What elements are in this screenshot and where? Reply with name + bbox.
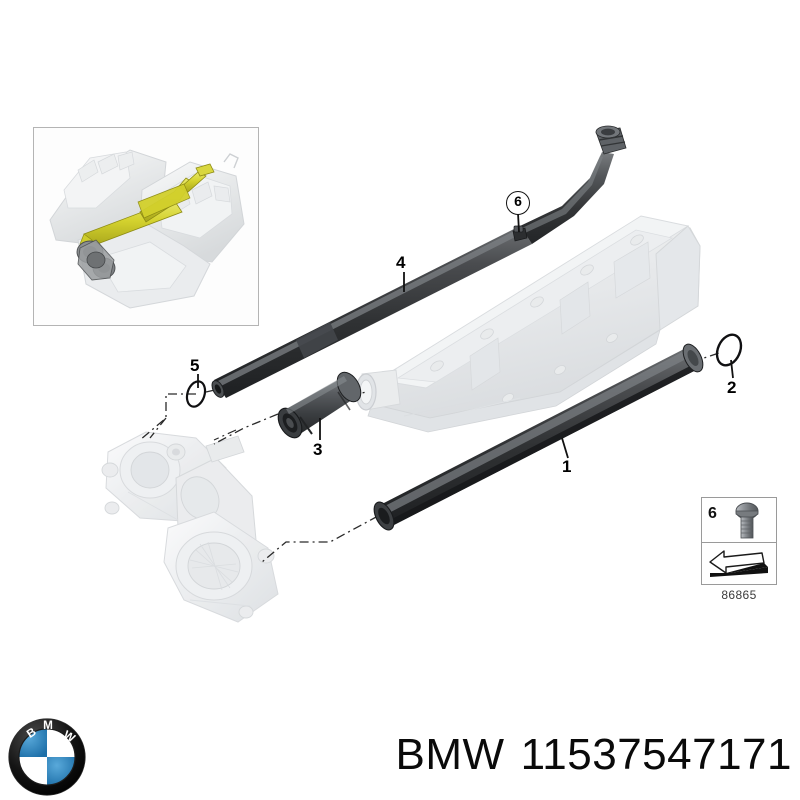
callout-2: 2 (727, 378, 737, 397)
callout-1: 1 (562, 457, 572, 476)
svg-text:M: M (43, 719, 53, 732)
cylinder-head-valve-cover-ghost (355, 215, 701, 433)
inset-water-pump-dark (76, 239, 116, 281)
legend-top-cell: 6 (702, 498, 776, 543)
pipe-top-connector (595, 125, 627, 155)
callout-5: 5 (190, 356, 200, 375)
callout-6-circled: 6 (506, 191, 530, 215)
legend-number: 6 (708, 505, 717, 522)
assembly-leader-lines-secondary (213, 429, 237, 441)
footer-part-number: 11537547171 (520, 730, 792, 779)
footer: B M W BMW 11537547171 (0, 712, 800, 800)
part-coolant-pipe-lower (373, 343, 704, 531)
assembly-direction-arrow-icon (709, 550, 768, 577)
part-coolant-pipe-upper (211, 125, 627, 398)
part-rubber-connector-sleeve (277, 371, 362, 439)
engine-overview-inset (33, 127, 259, 326)
callout-leader-stems (197, 212, 734, 459)
water-pump-thermostat-housing-ghost (101, 431, 279, 623)
legend-code: 86865 (721, 588, 757, 602)
footer-part-line: BMW 11537547171 (396, 730, 792, 780)
bmw-roundel-logo: B M W (8, 718, 86, 796)
bolt-legend-box: 6 (701, 497, 777, 585)
footer-brand: BMW (395, 730, 505, 779)
engine-lower-block-ghost (77, 219, 211, 309)
pipe-bolt-bracket (512, 225, 528, 242)
inset-engine-drawing (49, 149, 245, 309)
callout-3: 3 (313, 440, 323, 459)
callout-4: 4 (396, 253, 406, 272)
part-o-ring-right (715, 333, 743, 367)
hex-bolt-icon (735, 502, 759, 539)
part-o-ring-left (185, 380, 207, 408)
legend-bottom-cell (702, 543, 776, 584)
